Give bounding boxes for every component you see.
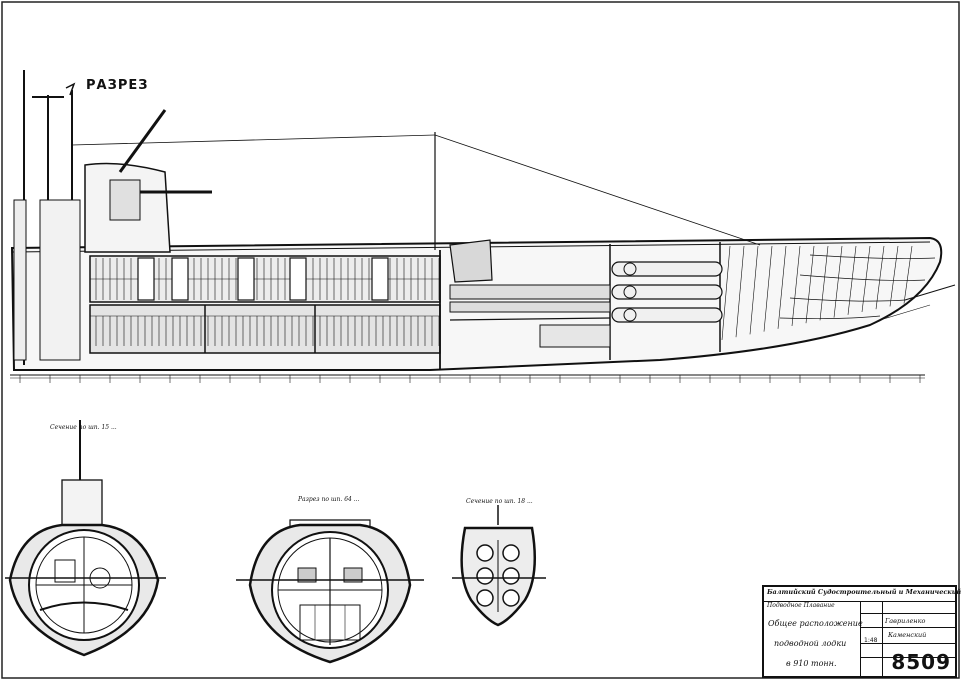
torpedo-tubes xyxy=(611,261,723,323)
title-block: Балтийский Судостроительный и Механическ… xyxy=(762,585,961,678)
sheet-number: 8509 xyxy=(891,650,951,674)
battery-cells-lower xyxy=(90,315,440,346)
cross-section-1 xyxy=(5,420,166,657)
section-label-2: Разрез по шп. 64 ... xyxy=(298,496,360,503)
section-label-1: Сечение по шп. 15 ... xyxy=(50,424,117,431)
compartment-lower xyxy=(89,304,441,354)
longitudinal-section xyxy=(10,70,956,383)
section-title: РАЗРЕЗ xyxy=(86,78,149,93)
checked-by: Гавриленко xyxy=(885,617,926,625)
cross-section-2 xyxy=(236,519,424,664)
department-name: Подводное Плавание xyxy=(767,602,835,609)
scale: 1:48 xyxy=(864,637,878,644)
drawing-title-line3: в 910 тонн. xyxy=(786,659,837,668)
drawing-title-line2: подводной лодки xyxy=(774,639,847,648)
cross-section-3 xyxy=(452,505,546,627)
drawn-by: Каменский xyxy=(888,631,927,639)
drawing-title-line1: Общее расположение xyxy=(768,619,863,628)
section-label-3: Сечение по шп. 18 ... xyxy=(466,498,533,505)
company-name: Балтийский Судостроительный и Механическ… xyxy=(767,588,961,596)
